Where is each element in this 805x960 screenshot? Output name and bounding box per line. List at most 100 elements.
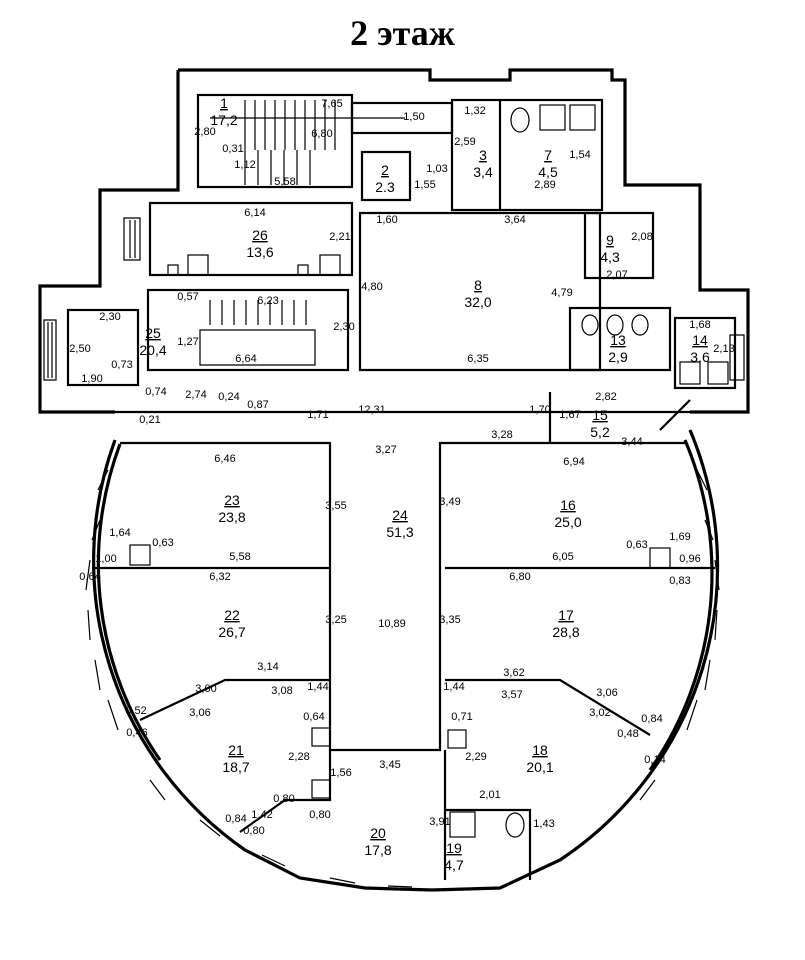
dimension-label: 0,14	[644, 754, 665, 766]
room-number: 25	[145, 325, 161, 341]
dimension-label: 1,71	[307, 409, 328, 421]
room-number: 14	[692, 332, 708, 348]
dimension-label: 3,57	[501, 689, 522, 701]
dimension-label: 3,06	[596, 687, 617, 699]
room-area: 5,2	[590, 424, 610, 440]
floor-title: 2 этаж	[350, 13, 455, 53]
room-number: 17	[558, 607, 574, 623]
room-area: 4,3	[600, 249, 620, 265]
dimension-label: 3,02	[589, 707, 610, 719]
dimension-label: 6,80	[509, 571, 530, 583]
dimension-label: 1,32	[464, 105, 485, 117]
dimension-label: 2,28	[288, 751, 309, 763]
room-area: 32,0	[464, 294, 491, 310]
dimension-label: 1,00	[95, 553, 116, 565]
dimension-label: 3,14	[257, 661, 278, 673]
dimension-label: 1,64	[109, 527, 130, 539]
dimension-label: 2,50	[69, 343, 90, 355]
dimension-label: 1,50	[403, 111, 424, 123]
dimension-label: 0,57	[177, 291, 198, 303]
dimension-label: 3,28	[491, 429, 512, 441]
dimension-label: 0,84	[225, 813, 246, 825]
room-number: 26	[252, 227, 268, 243]
dimension-label: 3,62	[503, 667, 524, 679]
dimension-label: 2,13	[713, 343, 734, 355]
dimension-label: 5,58	[274, 176, 295, 188]
room-area: 17,2	[210, 112, 237, 128]
dimension-label: 3,64	[504, 214, 525, 226]
dimension-label: 1,69	[669, 531, 690, 543]
room-area: 2.3	[375, 179, 395, 195]
dimension-label: 5,58	[229, 551, 250, 563]
dimension-label: 4,79	[551, 287, 572, 299]
dimension-label: 0,52	[125, 705, 146, 717]
windows	[43, 217, 745, 888]
dimension-label: 0,63	[626, 539, 647, 551]
room-area: 4,7	[444, 857, 464, 873]
dimension-label: 3,00	[195, 683, 216, 695]
room-area: 3,4	[473, 164, 493, 180]
dimension-label: 6,32	[209, 571, 230, 583]
room-number: 1	[220, 95, 228, 111]
dimension-label: 12,31	[358, 404, 386, 416]
dimension-label: 1,27	[177, 336, 198, 348]
dimension-label: 1,60	[376, 214, 397, 226]
dimension-label: 0,71	[451, 711, 472, 723]
dimension-label: 2,89	[534, 179, 555, 191]
dimension-label: 0,31	[222, 143, 243, 155]
dimension-label: 3,08	[271, 685, 292, 697]
dimension-label: 2,01	[479, 789, 500, 801]
dimension-label: 6,14	[244, 207, 265, 219]
dimension-label: 0,63	[152, 537, 173, 549]
dimension-label: 2,21	[329, 231, 350, 243]
room-number: 8	[474, 277, 482, 293]
dimension-label: 1,12	[234, 159, 255, 171]
dimension-label: 1,42	[251, 809, 272, 821]
dimension-label: 2,07	[606, 269, 627, 281]
interior-walls	[66, 93, 737, 880]
dimension-label: 2,74	[185, 389, 206, 401]
room-number: 15	[592, 407, 608, 423]
dimension-label: 6,35	[467, 353, 488, 365]
dimension-label: 6,94	[563, 456, 584, 468]
room-number: 3	[479, 147, 487, 163]
room-area: 28,8	[552, 624, 579, 640]
dimension-label: 0,64	[79, 571, 100, 583]
room-area: 20,4	[139, 342, 166, 358]
outer-walls	[38, 68, 750, 892]
dimension-label: 1,03	[426, 163, 447, 175]
dimension-label: 3,35	[439, 614, 460, 626]
dimension-label: 0,48	[617, 728, 638, 740]
room-area: 2,9	[608, 349, 628, 365]
dimension-label: 0,87	[247, 399, 268, 411]
room-area: 17,8	[364, 842, 391, 858]
dimension-label: 1,70	[529, 404, 550, 416]
room-number: 7	[544, 147, 552, 163]
stairs-icon	[199, 100, 405, 366]
room-number: 24	[392, 507, 408, 523]
room-number: 21	[228, 742, 244, 758]
dimension-label: 0,84	[641, 713, 662, 725]
dimension-label: 1,43	[533, 818, 554, 830]
room-number: 2	[381, 162, 389, 178]
dimension-label: 2,30	[99, 311, 120, 323]
room-area: 18,7	[222, 759, 249, 775]
fixtures	[129, 104, 729, 838]
dimension-label: 0,80	[309, 809, 330, 821]
dimension-label: 3,25	[325, 614, 346, 626]
dimension-label: 4,80	[361, 281, 382, 293]
dimension-label: 2,80	[194, 126, 215, 138]
dimension-label: 2,59	[454, 136, 475, 148]
dimension-label: 3,55	[325, 500, 346, 512]
dimension-label: 1,68	[689, 319, 710, 331]
dimension-label: 10,89	[378, 618, 406, 630]
dimension-label: 1,56	[330, 767, 351, 779]
room-number: 18	[532, 742, 548, 758]
room-area: 20,1	[526, 759, 553, 775]
dimension-label: 3,44	[621, 436, 642, 448]
dimension-label: 6,46	[214, 453, 235, 465]
room-number: 22	[224, 607, 240, 623]
dimension-label: 3,91	[429, 816, 450, 828]
dimension-label: 1,54	[569, 149, 590, 161]
